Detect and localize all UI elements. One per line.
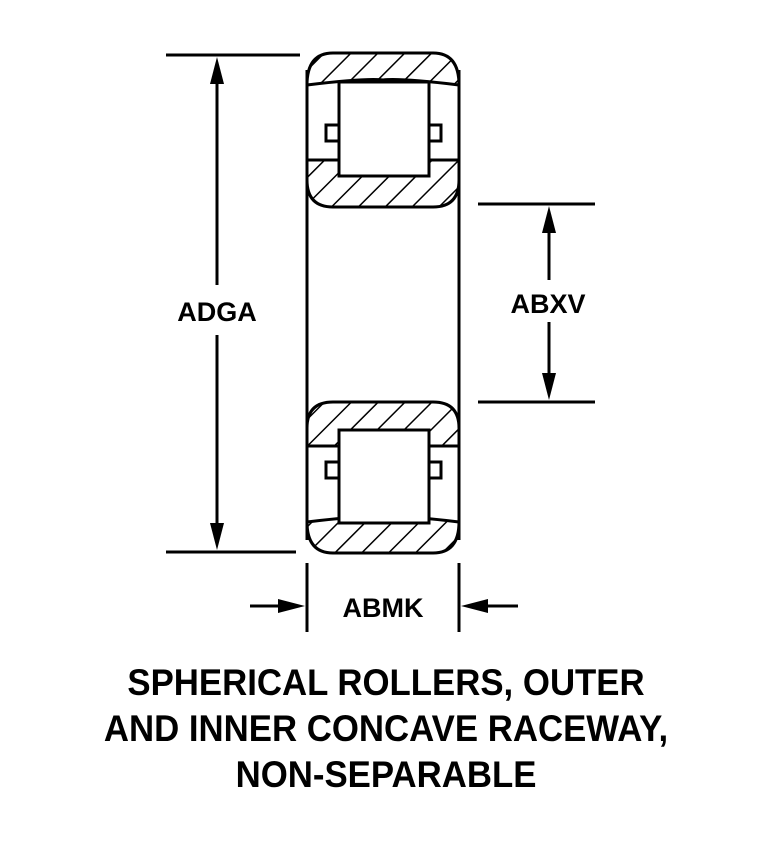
outer-ring-top	[305, 51, 461, 87]
arrowhead-up-icon	[210, 57, 224, 84]
roller-bottom	[337, 428, 431, 525]
cage-tab-right-top	[427, 123, 443, 143]
cage-tab-left-bottom	[324, 460, 341, 480]
arrowhead-up-icon	[542, 206, 556, 233]
arrowhead-left-icon	[461, 599, 488, 613]
dimension-abmk	[250, 563, 518, 632]
bearing-section	[305, 51, 461, 555]
diagram-caption: SPHERICAL ROLLERS, OUTER AND INNER CONCA…	[23, 660, 749, 798]
caption-line: SPHERICAL ROLLERS, OUTER	[127, 662, 645, 703]
dimension-adga	[166, 53, 300, 554]
caption-line: NON-SEPARABLE	[235, 754, 537, 795]
caption-line: AND INNER CONCAVE RACEWAY,	[103, 708, 669, 749]
cage-tab-left-top	[324, 123, 341, 143]
cage-tab-right-bottom	[427, 460, 443, 480]
inner-ring-top	[305, 158, 461, 209]
arrowhead-down-icon	[542, 373, 556, 400]
arrowhead-down-icon	[210, 523, 224, 550]
dimension-label-abxv: ABXV	[510, 289, 585, 319]
dimension-abxv	[478, 202, 595, 404]
roller-top	[337, 80, 431, 178]
arrowhead-right-icon	[278, 599, 305, 613]
dimension-label-adga: ADGA	[177, 297, 257, 327]
dimension-label-abmk: ABMK	[343, 593, 424, 623]
